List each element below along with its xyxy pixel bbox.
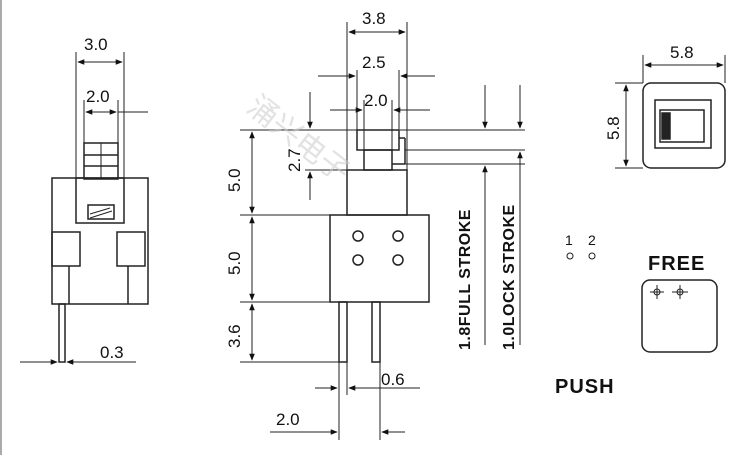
dim-cap-width: 2.5 <box>362 53 386 72</box>
push-label: PUSH <box>555 376 615 398</box>
lock-stroke-label: 1.0LOCK STROKE <box>501 204 518 350</box>
front-view <box>51 142 149 363</box>
pin-label-1: 1 <box>565 232 573 248</box>
top-view-dimensions <box>615 55 726 169</box>
pin-label-2: 2 <box>588 232 596 248</box>
side-view-dimensions <box>240 22 525 440</box>
dim-overall-width: 3.8 <box>362 9 386 28</box>
dim-top-height: 5.8 <box>604 116 623 140</box>
dim-pin-height: 3.6 <box>225 324 244 348</box>
dim-upper-height: 5.0 <box>225 168 244 192</box>
dim-body-height: 5.0 <box>225 251 244 275</box>
dim-pin-thickness: 0.3 <box>100 343 124 362</box>
dim-plunger-height: 2.7 <box>285 148 304 172</box>
dim-top-width: 5.8 <box>670 43 694 62</box>
dim-pin-pitch: 2.0 <box>276 410 300 429</box>
dim-width-top: 3.0 <box>84 35 108 54</box>
top-view <box>642 82 726 169</box>
side-view <box>329 129 430 363</box>
dim-pin-gap: 0.6 <box>381 370 405 389</box>
pin-schematic <box>566 252 596 260</box>
dim-plunger-width: 2.0 <box>364 91 388 110</box>
full-stroke-label: 1.8FULL STROKE <box>457 209 474 350</box>
watermark: 涌兴电子 <box>240 89 356 190</box>
dim-width-plunger: 2.0 <box>86 87 110 106</box>
free-state-symbol <box>641 279 718 353</box>
front-view-dimensions <box>20 52 148 365</box>
free-label: FREE <box>648 253 705 275</box>
